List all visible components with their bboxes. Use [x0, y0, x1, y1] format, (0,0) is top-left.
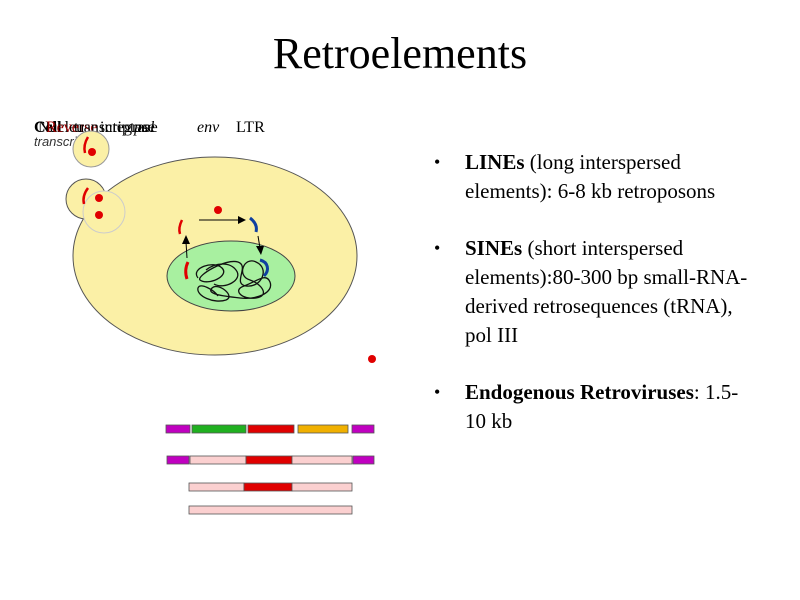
bar2-seg [291, 455, 353, 465]
rt-enzyme-icon [214, 206, 222, 214]
label-ltr: LTR [236, 119, 265, 136]
label-pol: pol [134, 119, 155, 136]
rt-enzyme-icon [95, 194, 103, 202]
bullet-text: (short interspersed elements):80-300 bp … [465, 236, 748, 347]
rna-strand [83, 136, 90, 154]
rt-enzyme-icon [368, 355, 376, 363]
bullet-list: • LINEs (long interspersed elements): 6-… [432, 148, 752, 464]
bullet-lines: • LINEs (long interspersed elements): 6-… [432, 148, 752, 206]
rt-enzyme-icon [88, 148, 96, 156]
rt-enzyme-icon [95, 211, 103, 219]
bar3-pol [243, 482, 293, 492]
bullet-term: LINEs [465, 150, 525, 174]
bar-ltr-right [351, 424, 375, 434]
arrowhead-icon [256, 246, 264, 255]
integrated-dna [259, 258, 269, 278]
chromatin [195, 260, 272, 302]
chromatin [205, 263, 239, 287]
arrowhead-icon [182, 235, 190, 244]
bar2-pol [245, 455, 293, 465]
rna-strand [178, 219, 184, 235]
label-cell: Cell [34, 119, 62, 136]
bullet-dot-icon: • [434, 238, 441, 258]
bullet-text: : 1.5-10 kb [465, 380, 739, 433]
arrow-export [185, 241, 188, 259]
bar4-seg [188, 505, 353, 515]
page-title: Retroelements [272, 29, 528, 78]
bar3-seg [291, 482, 353, 492]
rna-strand [82, 187, 90, 205]
bullet-term: Endogenous Retroviruses [465, 380, 694, 404]
bullet-dot-icon: • [434, 152, 441, 172]
bar2-ltr-left [166, 455, 190, 465]
bar-env [297, 424, 349, 434]
bar2-seg [189, 455, 247, 465]
label-env: env [197, 119, 220, 136]
bullet-sines: • SINEs (short interspersed elements):80… [432, 234, 752, 350]
bar2-ltr-right [352, 455, 375, 465]
bullet-text: (long interspersed elements): 6-8 kb ret… [465, 150, 716, 203]
bullet-ervs: • Endogenous Retroviruses: 1.5-10 kb [432, 378, 752, 436]
virion-outline [82, 190, 126, 234]
bar-ltr-left [165, 424, 191, 434]
bar-gag [191, 424, 247, 434]
cdna-strand [249, 216, 258, 233]
label-nucleus: Nucleus [38, 119, 91, 136]
bullet-term: SINEs [465, 236, 523, 260]
arrowhead-icon [238, 216, 246, 224]
bar-pol [247, 424, 295, 434]
label-integrase: integrase [100, 119, 158, 136]
bar3-seg [188, 482, 245, 492]
rna-in-nucleus [184, 261, 190, 280]
bullet-dot-icon: • [434, 382, 441, 402]
